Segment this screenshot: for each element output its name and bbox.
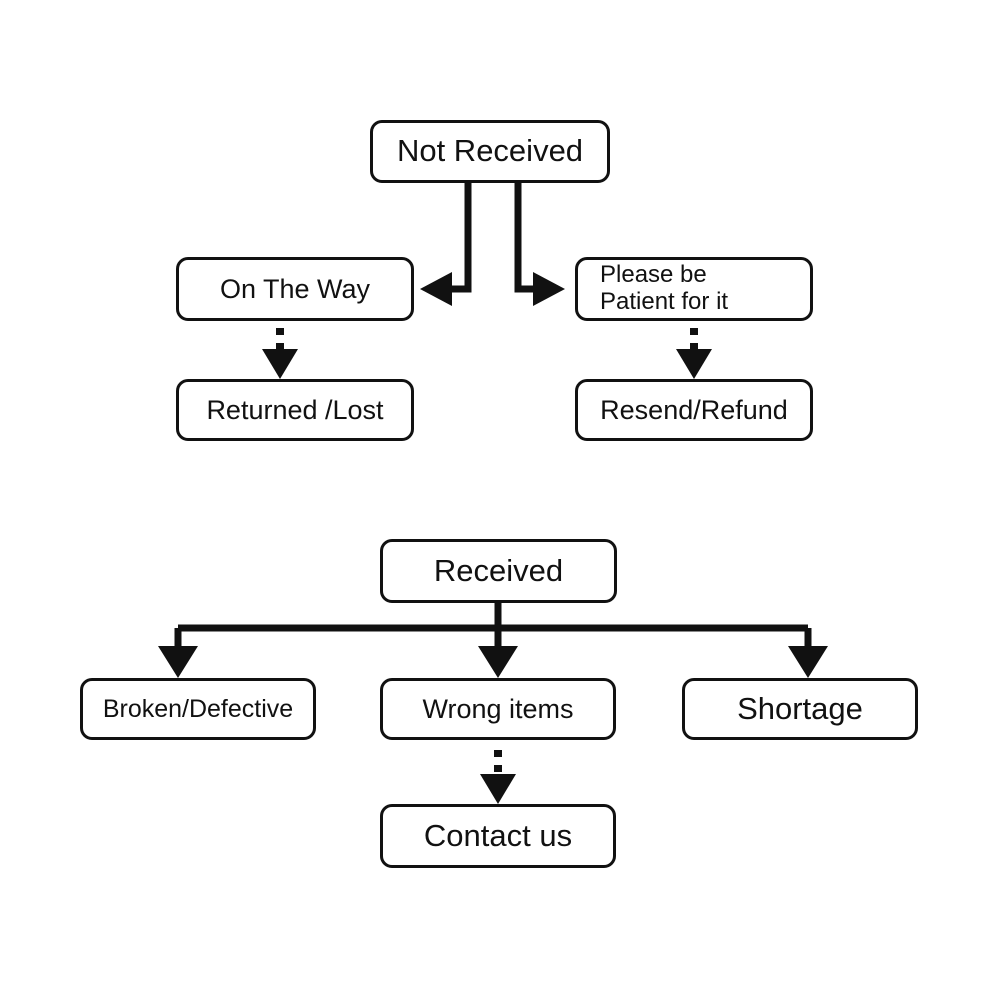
arrowhead-down bbox=[262, 349, 298, 379]
edge-not-received-to-on-the-way bbox=[420, 183, 472, 306]
node-not-received[interactable]: Not Received bbox=[370, 120, 610, 183]
node-shortage[interactable]: Shortage bbox=[682, 678, 918, 740]
node-broken-defective[interactable]: Broken/Defective bbox=[80, 678, 316, 740]
node-wrong-items[interactable]: Wrong items bbox=[380, 678, 616, 740]
node-contact-us[interactable]: Contact us bbox=[380, 804, 616, 868]
edge-please-be-patient-to-resend-refund bbox=[676, 328, 712, 379]
node-received[interactable]: Received bbox=[380, 539, 617, 603]
arrowhead-left bbox=[420, 272, 452, 306]
edge-on-the-way-to-returned-lost bbox=[262, 328, 298, 379]
arrowhead-down bbox=[480, 774, 516, 804]
node-please-be-patient[interactable]: Please be Patient for it bbox=[575, 257, 813, 321]
edge-received-fanout bbox=[158, 603, 828, 678]
edge-not-received-to-please-be-patient bbox=[514, 183, 565, 306]
arrowhead-right bbox=[533, 272, 565, 306]
edge-wrong-items-to-contact-us bbox=[480, 750, 516, 804]
node-on-the-way[interactable]: On The Way bbox=[176, 257, 414, 321]
arrowhead-down bbox=[788, 646, 828, 678]
arrowhead-down bbox=[676, 349, 712, 379]
arrowhead-down bbox=[158, 646, 198, 678]
node-resend-refund[interactable]: Resend/Refund bbox=[575, 379, 813, 441]
node-returned-lost[interactable]: Returned /Lost bbox=[176, 379, 414, 441]
arrowhead-down bbox=[478, 646, 518, 678]
